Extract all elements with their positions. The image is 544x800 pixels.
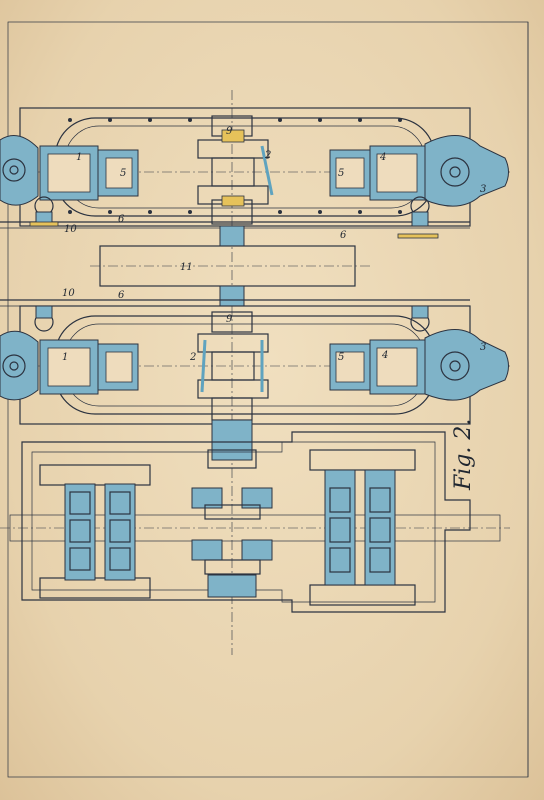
label-main-shaft: 11: [180, 262, 193, 273]
upper-engine-unit: [0, 107, 510, 239]
crank-throws: [191, 487, 273, 598]
label-rod-upper: 6: [118, 214, 125, 225]
lower-left-cylinder: [0, 330, 139, 401]
label-cylinder-lower-left: 1: [62, 352, 68, 363]
upper-crosshead-guide: [197, 115, 274, 225]
label-crank-lower-right: 3: [480, 342, 486, 353]
label-valve-upper-left: 5: [120, 168, 126, 179]
label-valve-upper-right: 5: [338, 168, 344, 179]
upper-valve-gear: [29, 196, 439, 239]
left-flywheel: [39, 464, 151, 599]
label-rod-upper-right: 6: [340, 230, 347, 241]
label-guide-upper: 2: [264, 150, 271, 161]
label-eccentric-lower: 10: [62, 288, 75, 299]
upper-right-cylinder: [329, 135, 509, 207]
lower-valve-gear: [34, 305, 430, 332]
upper-left-cylinder: [0, 135, 139, 206]
label-crank-upper-right: 3: [480, 184, 486, 195]
right-flywheel: [309, 449, 416, 606]
label-bearing-lower: 9: [226, 314, 233, 325]
label-valve-lower-right: 5: [338, 352, 344, 363]
central-shaft: [90, 225, 370, 307]
label-cylinder-upper-left: 1: [76, 152, 82, 163]
label-eccentric-upper: 10: [64, 224, 77, 235]
part-labels: 1 5 2 9 5 4 3 6 6 10 11 10 6 1 2 9 5 4 3: [62, 126, 486, 363]
crankcase-outline: [21, 431, 471, 613]
label-cylinder-upper-right: 4: [379, 152, 386, 163]
label-bearing-upper: 9: [226, 126, 233, 137]
lower-crosshead-guide: [197, 311, 269, 421]
crankshaft-plan: [0, 419, 510, 613]
label-rod-lower: 6: [118, 290, 125, 301]
figure-caption: Fig. 2.: [451, 419, 476, 491]
label-cylinder-lower-right: 4: [381, 350, 388, 361]
upper-bolts: [68, 118, 402, 214]
lower-right-cylinder: [329, 329, 509, 401]
label-guide-lower: 2: [189, 352, 196, 363]
lower-engine-unit: [0, 299, 510, 425]
